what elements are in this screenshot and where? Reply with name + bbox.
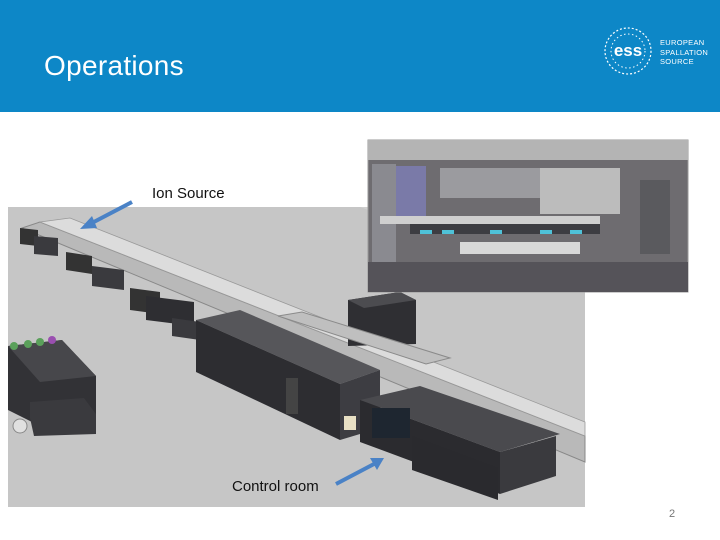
control-room-building [360, 386, 560, 500]
logo-line-2: SPALLATION [660, 47, 709, 57]
page-number: 2 [669, 508, 676, 520]
logo-line-3: SOURCE [660, 57, 694, 66]
control-room-label: Control room [232, 478, 319, 495]
left-buildings [8, 336, 96, 436]
control-room-interior-inset [367, 139, 689, 293]
arrow-icon [335, 458, 384, 486]
slide-header: Operations ess EUROPEAN SPALLATION SOURC… [0, 0, 720, 112]
lit-doorway [344, 416, 356, 430]
ess-logo: ess EUROPEAN SPALLATION SOURCE [598, 24, 708, 78]
slide-title: Operations [44, 50, 184, 81]
arrow-icon [80, 200, 133, 229]
klystron-gallery [20, 228, 200, 340]
glass-facade [372, 408, 410, 438]
ess-logo-icon: ess [604, 27, 652, 75]
tower [286, 378, 298, 414]
logo-mark: ess [614, 41, 642, 60]
target-station [277, 292, 452, 365]
logo-wordmark: EUROPEAN SPALLATION SOURCE [660, 38, 708, 67]
ion-source-label: Ion Source [152, 185, 225, 202]
logo-line-1: EUROPEAN [660, 38, 705, 47]
